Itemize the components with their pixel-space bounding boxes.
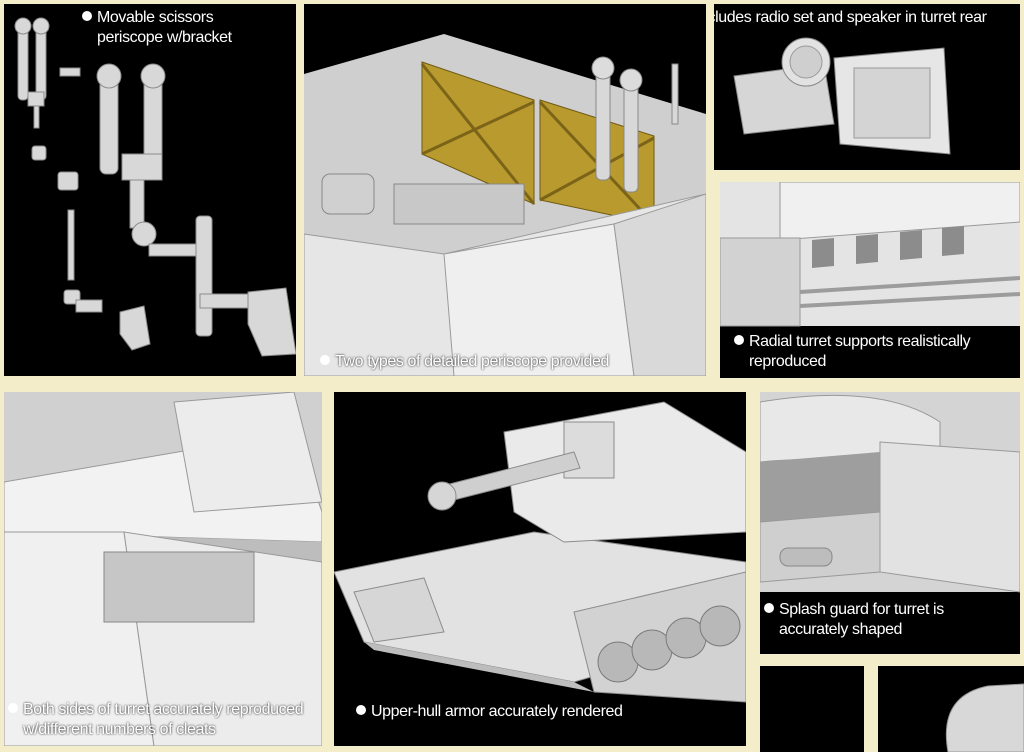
radio-set-illustration [733, 37, 951, 155]
bullet-icon [764, 603, 774, 613]
turret-sides-illustration [4, 392, 322, 746]
panel-splash-guard: Splash guard for turret is accurately sh… [760, 392, 1020, 654]
caption-scissors-periscope: Movable scissors periscope w/bracket [82, 8, 232, 48]
caption-two-periscopes: Two types of detailed periscope provided [320, 352, 609, 372]
panel-two-periscopes: Two types of detailed periscope provided [304, 4, 706, 376]
panel-radial-supports: Radial turret supports realistically rep… [720, 182, 1020, 378]
splash-guard-illustration [760, 392, 1020, 593]
vehicle-illustration [334, 401, 746, 703]
panel-upper-hull: Upper-hull armor accurately rendered [334, 392, 746, 746]
bullet-icon [320, 355, 330, 365]
panel-periscope-parts: Movable scissors periscope w/bracket [4, 4, 296, 376]
caption-splash-guard: Splash guard for turret is accurately sh… [764, 600, 944, 640]
turret-interior-illustration [304, 34, 706, 376]
caption-upper-hull: Upper-hull armor accurately rendered [356, 702, 623, 722]
bullet-icon [734, 335, 744, 345]
panel-radio-set: Includes radio set and speaker in turret… [714, 4, 1020, 170]
caption-radial-supports: Radial turret supports realistically rep… [734, 332, 971, 372]
panel-bottom-blank [760, 666, 864, 752]
partial-part-illustration [945, 683, 1024, 752]
caption-radio-set: Includes radio set and speaker in turret… [714, 8, 987, 28]
bullet-icon [356, 705, 366, 715]
turret-supports-illustration [720, 182, 1020, 327]
bullet-icon [82, 11, 92, 21]
panel-bottom-part [878, 666, 1024, 752]
caption-turret-sides: Both sides of turret accurately reproduc… [8, 700, 304, 740]
periscope-parts-illustration [14, 17, 296, 357]
bullet-icon [8, 703, 18, 713]
panel-turret-sides: Both sides of turret accurately reproduc… [4, 392, 322, 746]
